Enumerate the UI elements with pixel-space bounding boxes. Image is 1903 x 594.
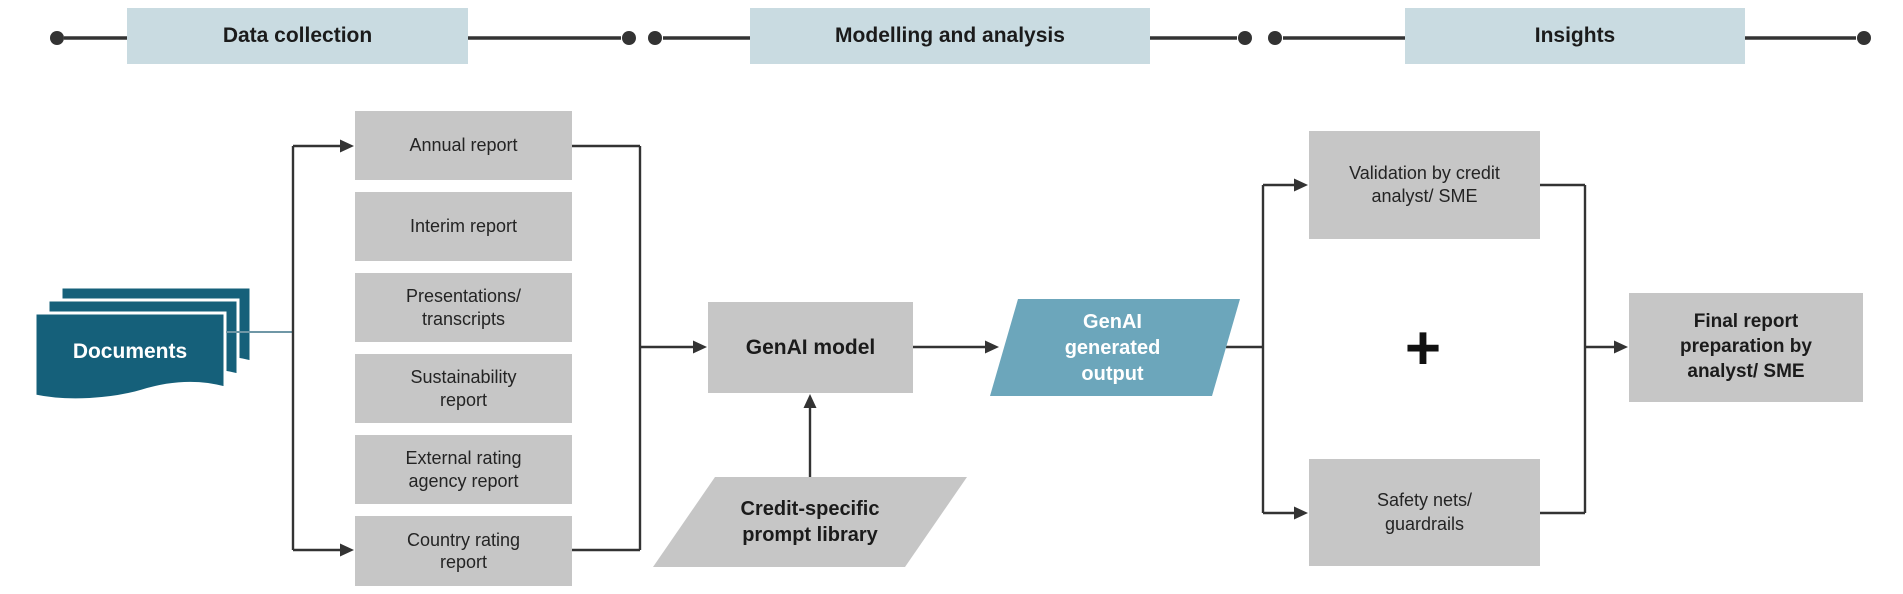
timeline-phase-label: Insights [1534,24,1616,47]
model-connectors [803,340,1263,477]
source-box-presentations-transcripts: Presentations/ transcripts [355,273,572,342]
safety-nets-box: Safety nets/ guardrails [1309,459,1540,566]
source-box-country-rating-report: Country rating report [355,516,572,586]
plus-symbol: + [1404,314,1442,383]
source-box-annual-report: Annual report [355,111,572,180]
fanout-spine [291,139,354,557]
timeline-phase-insights: Insights [1405,8,1745,64]
genai-model-box: GenAI model [708,302,913,393]
prompt-library-label: Credit-specific prompt library [740,498,880,546]
source-box-external-rating-agency-report: External rating agency report [355,435,572,504]
review-brackets [1261,178,1628,520]
timeline-phase-label: Data collection [222,24,373,47]
timeline-phase-modelling-and-analysis: Modelling and analysis [750,8,1150,64]
final-report-box: Final report preparation by analyst/ SME [1629,293,1863,402]
source-box-interim-report: Interim report [355,192,572,261]
documents-label: Documents [72,340,188,363]
validation-box: Validation by credit analyst/ SME [1309,131,1540,239]
timeline-dots [50,31,1871,45]
genai-output-label: GenAI generated output [1064,311,1161,385]
collector-spine [572,144,707,552]
prompt-library-shape [653,477,967,567]
genai-output-shape [990,299,1240,396]
timeline-phase-data-collection: Data collection [127,8,468,64]
timeline-phase-label: Modelling and analysis [835,24,1065,47]
source-box-sustainability-report: Sustainability report [355,354,572,423]
documents-stack-icon [33,285,253,402]
